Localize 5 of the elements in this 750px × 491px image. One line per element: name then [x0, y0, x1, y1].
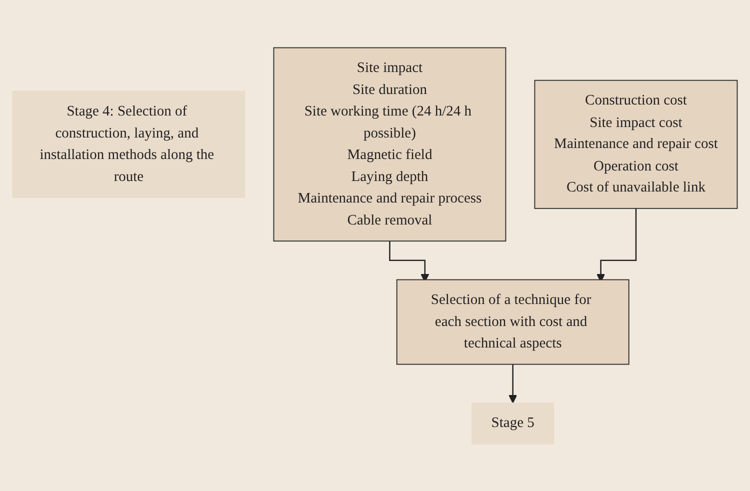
arrow [508, 363, 518, 403]
node-box: Stage 5 [472, 402, 554, 444]
node-box: Selection of a technique for each section with cost and technical aspects [396, 278, 630, 364]
node-box: Construction cost Site impact cost Maintenance and repair cost Operation cost Cost of unavailable link [534, 79, 738, 209]
node-box: Site impact Site duration Site working time (24 h/24 h possible) Magnetic field Laying depth Maintenance and repair process Cable removal [273, 46, 506, 242]
